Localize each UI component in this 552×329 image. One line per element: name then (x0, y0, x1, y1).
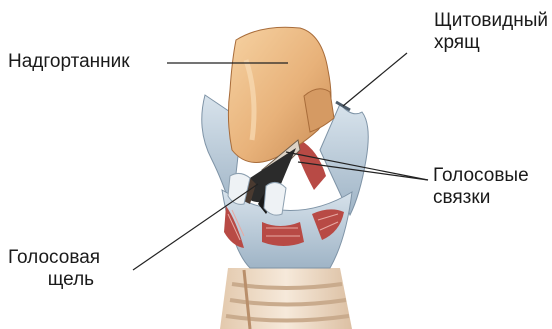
label-glottis-line1: Голосовая (8, 247, 100, 269)
label-vocal-cords-line1: Голосовые (433, 165, 529, 187)
label-epiglottis: Надгортанник (8, 51, 130, 73)
label-vocal-cords-line2: связки (433, 187, 529, 209)
label-thyroid-line1: Щитовидный (434, 10, 548, 32)
label-vocal-cords: Голосовые связки (433, 165, 529, 209)
label-thyroid-cartilage: Щитовидный хрящ (434, 10, 548, 54)
trachea (220, 268, 352, 329)
label-thyroid-line2: хрящ (434, 32, 548, 54)
leader-thyroid (343, 53, 407, 106)
label-glottis: Голосовая щель (8, 247, 100, 291)
label-glottis-line2: щель (8, 269, 100, 291)
epiglottis (228, 27, 334, 162)
